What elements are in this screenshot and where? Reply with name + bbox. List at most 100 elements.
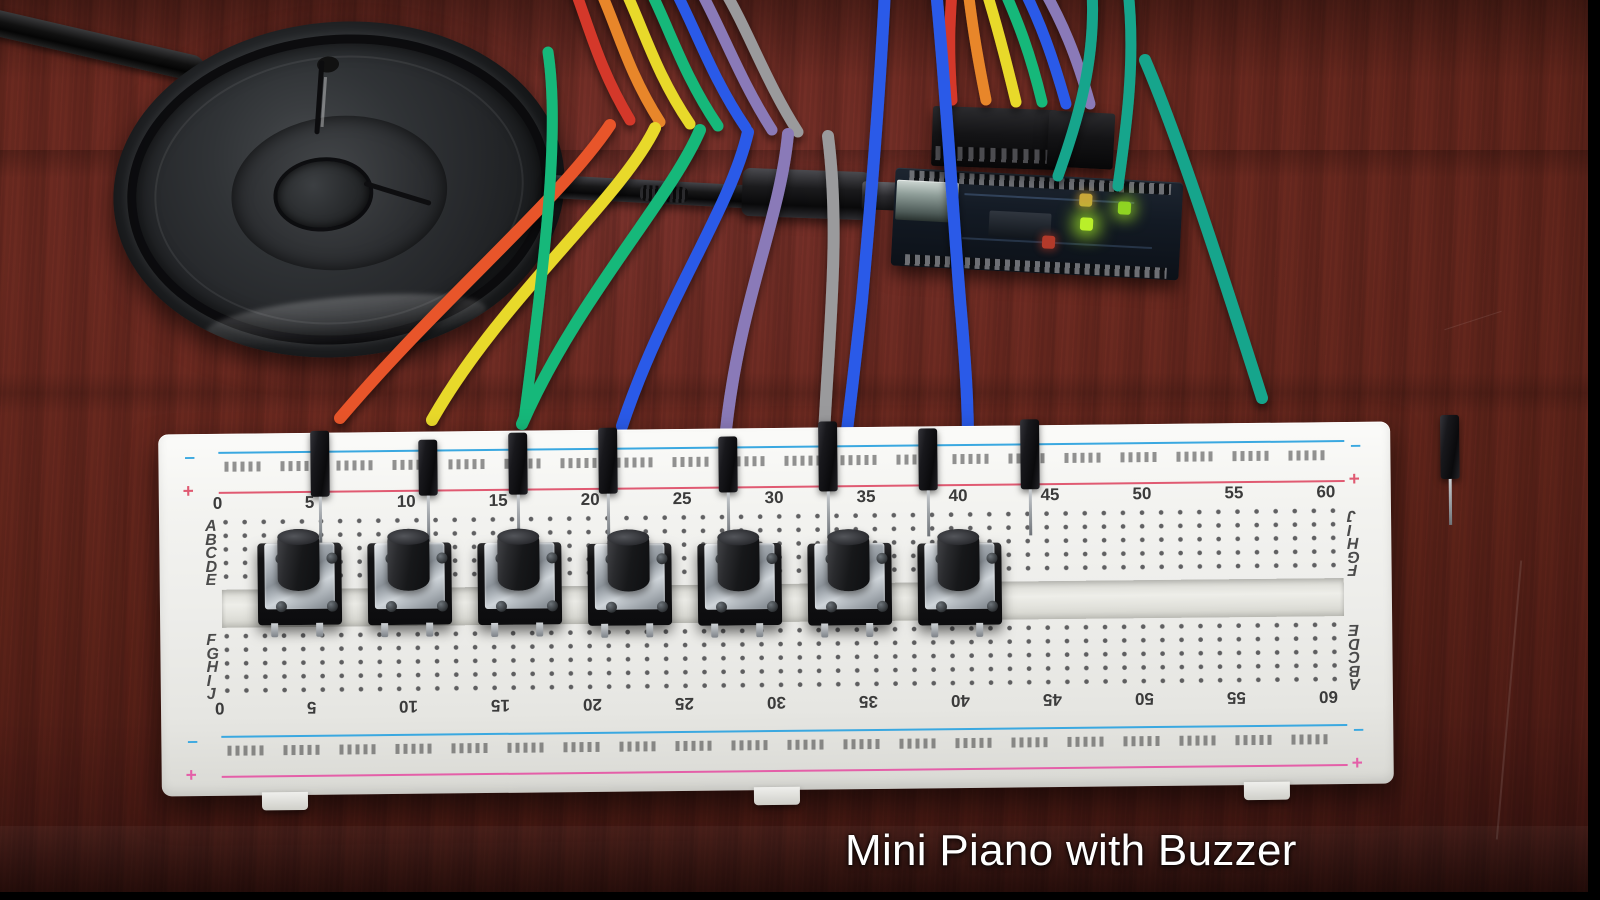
- status-led: [1117, 201, 1132, 215]
- button-leg: [271, 623, 279, 638]
- button-leg: [426, 622, 434, 637]
- button-rivet: [275, 601, 288, 613]
- column-number: 45: [1040, 485, 1060, 505]
- desk-foreground-band: [0, 826, 1588, 892]
- column-number: 0: [214, 698, 225, 718]
- button-leg: [756, 622, 764, 638]
- push-button[interactable]: [807, 529, 893, 638]
- push-button[interactable]: [477, 528, 563, 638]
- push-button[interactable]: [917, 529, 1003, 638]
- button-rivet: [766, 552, 778, 564]
- button-leg: [381, 623, 389, 638]
- rail-plus-mark-right: +: [1351, 752, 1363, 774]
- button-cap[interactable]: [827, 529, 870, 592]
- rail-minus-mark-left: –: [187, 731, 199, 753]
- button-rivet: [825, 601, 838, 613]
- jumper-wire-connector: [1020, 419, 1040, 490]
- rail-holes: [223, 733, 1346, 769]
- jumper-wire-connector: [818, 421, 838, 492]
- column-number: 20: [580, 489, 600, 510]
- column-number: 5: [306, 697, 317, 717]
- button-leg: [821, 623, 829, 638]
- button-cap[interactable]: [497, 528, 540, 592]
- button-leg: [536, 622, 544, 637]
- column-number: 30: [764, 487, 784, 508]
- push-button[interactable]: [257, 528, 343, 638]
- jumper-wire-connector: [918, 428, 938, 491]
- usb-connector-shell: [741, 167, 871, 221]
- column-number: 35: [856, 486, 876, 507]
- button-rivet: [656, 600, 669, 612]
- desk-grain-band: [0, 372, 1588, 414]
- rail-minus-mark-left: –: [184, 447, 196, 469]
- usb-strain-relief: [639, 184, 689, 204]
- jumper-wire-connector: [718, 436, 738, 493]
- button-leg: [866, 622, 874, 638]
- board-silkscreen: [962, 237, 1152, 250]
- column-number: 15: [488, 490, 508, 511]
- push-button[interactable]: [367, 528, 453, 638]
- button-leg: [931, 623, 939, 638]
- row-letter: J: [206, 686, 216, 704]
- button-leg: [976, 623, 984, 638]
- board-usb-port: [895, 179, 960, 223]
- button-leg: [646, 622, 654, 637]
- connector-pin: [826, 491, 831, 538]
- letterbox-right: [1588, 0, 1600, 900]
- button-rivet: [876, 552, 888, 564]
- button-rivet: [326, 600, 339, 612]
- button-cap[interactable]: [387, 528, 430, 592]
- rail-minus-mark-right: –: [1350, 434, 1362, 456]
- jumper-wire-connector: [310, 430, 330, 497]
- female-header-block: [930, 105, 1059, 171]
- column-number: 15: [490, 695, 510, 715]
- button-cap[interactable]: [277, 528, 320, 592]
- board-silkscreen: [964, 193, 1135, 205]
- column-number: 20: [582, 694, 602, 715]
- rail-holes: [220, 449, 1343, 485]
- power-rail-bottom: – + – +: [186, 719, 1364, 786]
- jumper-wire-connector: [418, 439, 438, 496]
- column-number: 40: [948, 485, 968, 506]
- column-number: 55: [1224, 483, 1244, 503]
- button-leg: [491, 623, 499, 638]
- jumper-wire-connector: [508, 432, 528, 495]
- board-mcu-chip: [988, 210, 1052, 240]
- column-number: 50: [1134, 689, 1154, 709]
- button-leg: [316, 622, 324, 637]
- jumper-wire-connector: [598, 427, 618, 494]
- breadboard-mount-tab: [753, 786, 801, 806]
- column-number: 60: [1318, 687, 1338, 707]
- button-rivet: [326, 552, 338, 564]
- column-number: 55: [1226, 688, 1246, 708]
- rail-minus-mark-right: –: [1353, 718, 1364, 740]
- button-rivet: [766, 600, 779, 612]
- letterbox-bottom: [0, 892, 1600, 900]
- button-cap[interactable]: [717, 528, 760, 592]
- push-button[interactable]: [587, 528, 673, 638]
- button-cap[interactable]: [607, 528, 650, 592]
- board-led-red: [1041, 235, 1056, 249]
- button-cap[interactable]: [937, 529, 980, 592]
- column-number: 45: [1042, 690, 1062, 710]
- column-number: 25: [672, 488, 692, 509]
- button-rivet: [715, 601, 728, 613]
- female-header-block-secondary: [1046, 110, 1116, 170]
- column-number: 10: [398, 696, 418, 716]
- push-button[interactable]: [697, 528, 783, 638]
- column-number: 30: [766, 692, 786, 713]
- board-led-amber: [1078, 193, 1093, 207]
- power-led: [1079, 217, 1094, 231]
- button-leg: [601, 623, 609, 638]
- breadboard-mount-tab: [1243, 781, 1291, 801]
- connector-pin: [1448, 478, 1453, 525]
- column-number: 0: [212, 493, 223, 513]
- rail-plus-mark-left: +: [182, 481, 194, 503]
- connector-pin: [1028, 489, 1033, 536]
- header-socket-holes: [935, 145, 1053, 165]
- row-letter: F: [1347, 561, 1358, 579]
- button-rivet: [605, 601, 618, 613]
- column-number: 10: [396, 491, 416, 511]
